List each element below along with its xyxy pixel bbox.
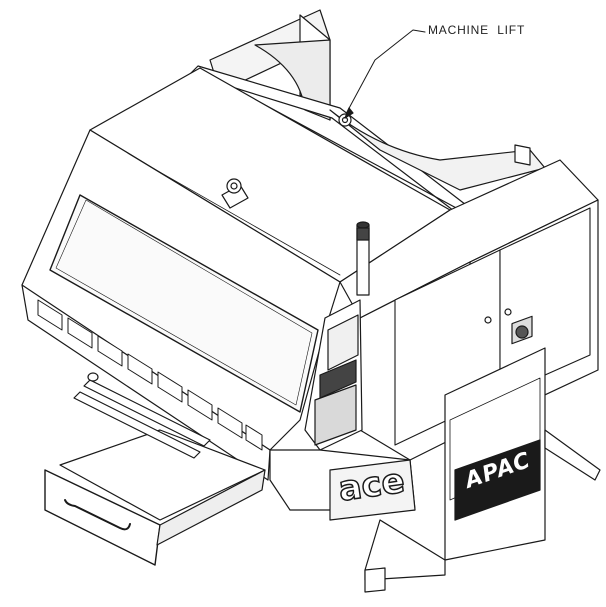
base-stand bbox=[269, 347, 601, 593]
front-drawer bbox=[44, 429, 266, 566]
electrical-cabinet bbox=[339, 159, 599, 461]
control-panel bbox=[304, 299, 363, 451]
machine-lift-label: MACHINE LIFT bbox=[428, 23, 526, 37]
machine-lift-callout bbox=[338, 29, 426, 127]
stack-light bbox=[356, 221, 370, 296]
guide-rods bbox=[73, 372, 211, 459]
slot-band bbox=[21, 284, 271, 481]
lift-eye-icon bbox=[221, 178, 249, 209]
